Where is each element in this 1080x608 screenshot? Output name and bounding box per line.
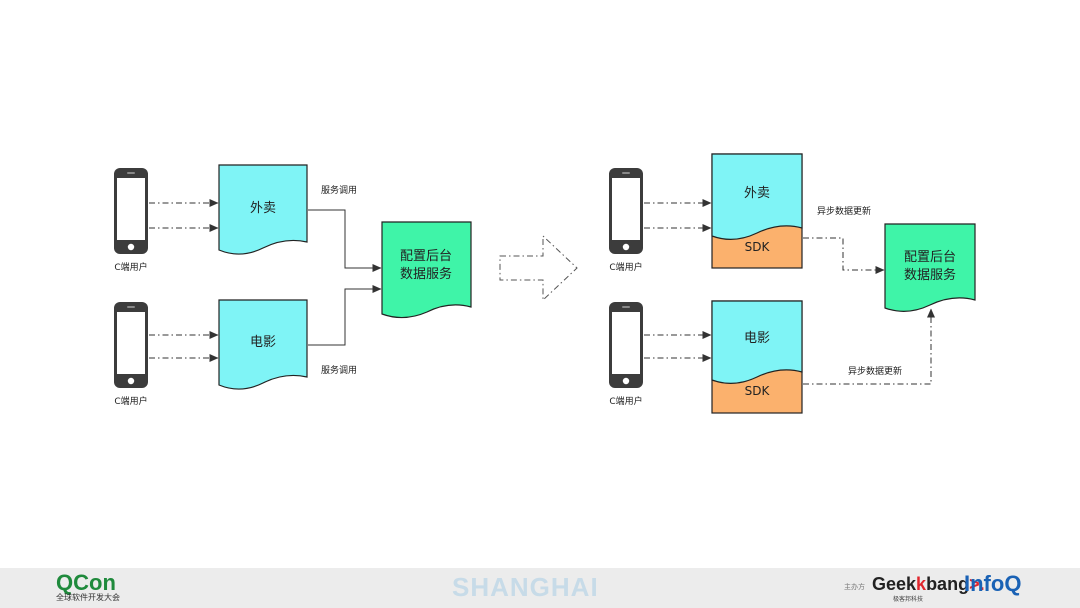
backend-label-line1: 配置后台 xyxy=(904,250,956,265)
c-user-label: C端用户 xyxy=(114,395,147,407)
service-call-label: 服务调用 xyxy=(321,364,357,376)
geekbang-part: Geek xyxy=(872,574,917,594)
backend-label-line2: 数据服务 xyxy=(400,266,452,282)
service-takeout-label: 外卖 xyxy=(250,201,276,216)
sdk-label: SDK xyxy=(745,384,771,398)
async-update-connectors xyxy=(803,237,935,385)
service-takeout-label: 外卖 xyxy=(744,186,770,201)
qcon-logo: QCon xyxy=(56,570,116,595)
sdk-label: SDK xyxy=(745,240,771,254)
city-watermark: SHANGHAI xyxy=(452,572,599,602)
c-user-label: C端用户 xyxy=(609,395,642,407)
service-movie-with-sdk: 电影 SDK xyxy=(711,300,803,414)
geekbang-accent: k xyxy=(916,574,927,594)
backend-label-line1: 配置后台 xyxy=(400,249,452,264)
smartphone-icon xyxy=(114,302,148,388)
footer-bar xyxy=(0,568,1080,608)
hollow-arrow-icon xyxy=(499,234,578,302)
geekbang-logo: Geekkbang>. xyxy=(872,575,985,593)
service-movie: 电影 xyxy=(218,299,308,390)
smartphone-icon xyxy=(609,302,643,388)
service-call-label: 服务调用 xyxy=(321,184,357,196)
smartphone-icon xyxy=(114,168,148,254)
service-takeout-with-sdk: 外卖 SDK xyxy=(711,153,803,269)
service-movie-label: 电影 xyxy=(744,331,770,346)
user-request-connectors xyxy=(644,199,712,362)
config-backend-right: 配置后台 数据服务 xyxy=(884,223,976,312)
c-user-label: C端用户 xyxy=(609,261,642,273)
geekbang-subtitle: 极客邦科技 xyxy=(893,596,924,603)
async-update-label: 异步数据更新 xyxy=(848,365,902,377)
qcon-subtitle: 全球软件开发大会 xyxy=(56,593,120,602)
config-backend-left: 配置后台 数据服务 xyxy=(381,221,472,319)
geekbang-chevron: >. xyxy=(969,574,985,594)
host-label: 主办方 xyxy=(844,583,865,591)
service-movie-label: 电影 xyxy=(250,335,276,350)
service-takeout: 外卖 xyxy=(218,164,308,255)
infoq-logo: InfoQ xyxy=(964,571,1022,596)
backend-label-line2: 数据服务 xyxy=(904,267,956,283)
user-request-connectors xyxy=(149,199,219,362)
service-call-connectors xyxy=(308,209,382,346)
c-user-label: C端用户 xyxy=(114,261,147,273)
async-update-label: 异步数据更新 xyxy=(817,205,871,217)
smartphone-icon xyxy=(609,168,643,254)
geekbang-part: bang xyxy=(926,574,970,594)
